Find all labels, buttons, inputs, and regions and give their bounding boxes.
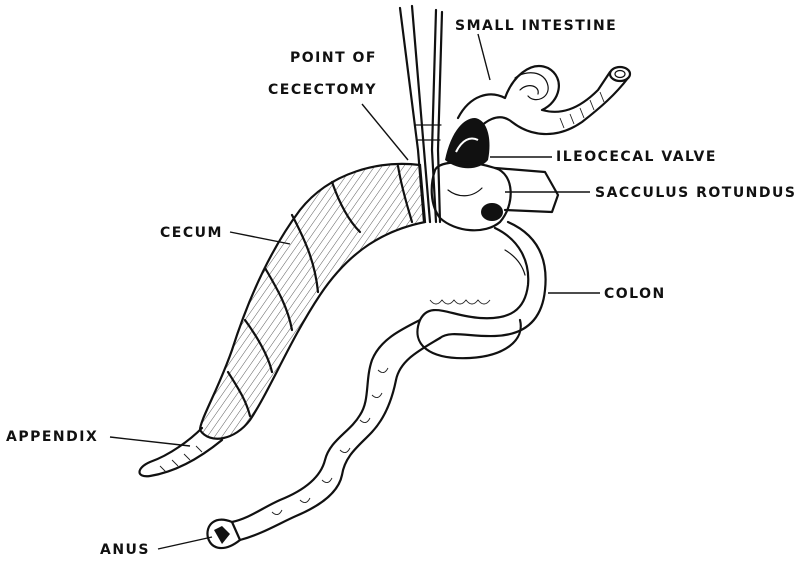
label-anus: ANUS	[100, 542, 150, 558]
ileocecal-valve	[445, 118, 489, 168]
label-point-of-cecectomy-line2: CECECTOMY	[268, 82, 377, 98]
leader-small-intestine	[478, 34, 490, 80]
label-colon: COLON	[604, 286, 666, 302]
sacculus-rotundus	[432, 162, 558, 230]
label-ileocecal-valve: ILEOCECAL VALVE	[556, 149, 717, 165]
label-sacculus-rotundus: SACCULUS ROTUNDUS	[595, 185, 796, 201]
label-small-intestine: SMALL INTESTINE	[455, 18, 617, 34]
anus	[207, 520, 240, 548]
leader-appendix	[110, 437, 190, 446]
leader-point-of-cecectomy	[362, 104, 408, 160]
leader-anus	[158, 537, 212, 549]
label-appendix: APPENDIX	[6, 429, 98, 445]
label-cecum: CECUM	[160, 225, 223, 241]
label-point-of-cecectomy-line1: POINT OF	[290, 50, 377, 66]
